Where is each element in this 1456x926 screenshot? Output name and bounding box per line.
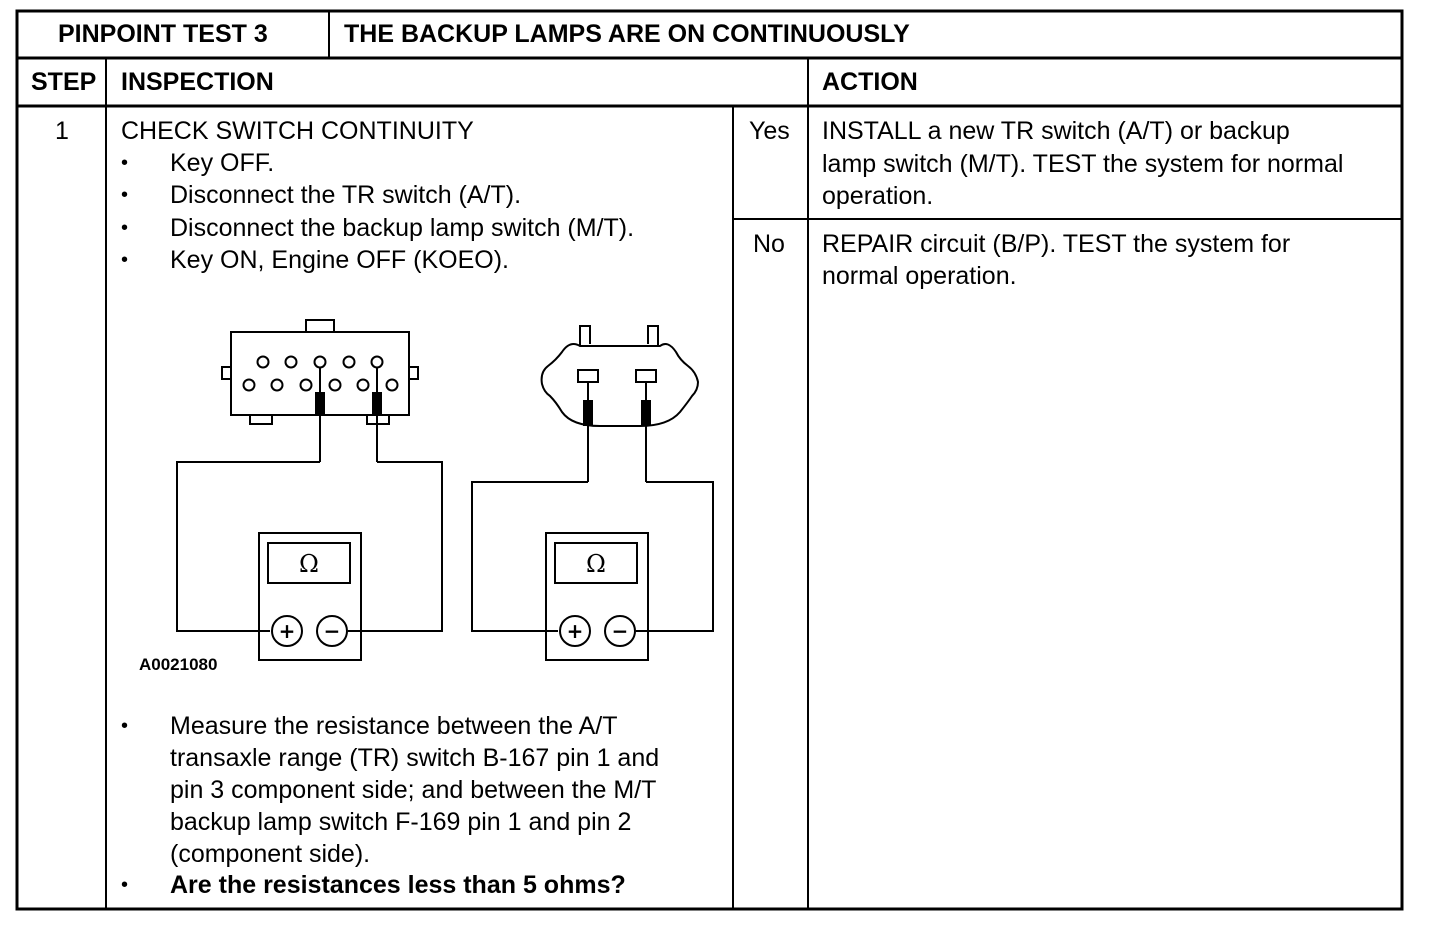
action-no-line: REPAIR circuit (B/P). TEST the system fo… [822, 230, 1291, 258]
ohm-symbol-icon: Ω [586, 550, 606, 578]
plus-jack [271, 615, 303, 647]
bullet-icon: • [121, 152, 129, 174]
measure-instruction-line: (component side). [170, 840, 371, 868]
action-yes-line: lamp switch (M/T). TEST the system for n… [822, 150, 1344, 178]
inspection-bullet: Disconnect the backup lamp switch (M/T). [170, 214, 635, 242]
probe-tip [641, 400, 651, 426]
plus-icon: + [567, 619, 584, 643]
inspection-title: CHECK SWITCH CONTINUITY [121, 117, 474, 145]
ohmmeter-right [545, 532, 649, 661]
switch-terminal [635, 369, 657, 383]
measure-instruction-line: pin 3 component side; and between the M/… [170, 776, 657, 804]
measure-instruction-line: Measure the resistance between the A/T [170, 712, 618, 740]
column-header-action: ACTION [822, 68, 918, 96]
minus-jack [316, 615, 348, 647]
plus-jack [559, 615, 591, 647]
measure-instruction-line: transaxle range (TR) switch B-167 pin 1 … [170, 744, 660, 772]
plus-icon: + [279, 619, 296, 643]
backup-lamp-switch-connector [540, 343, 700, 427]
measure-instruction-line: backup lamp switch F-169 pin 1 and pin 2 [170, 808, 632, 836]
ohmmeter-left [258, 532, 362, 661]
switch-terminal [577, 369, 599, 383]
minus-jack [604, 615, 636, 647]
ohmmeter-display [554, 542, 638, 584]
probe-tip [315, 392, 325, 416]
figure-caption: A0021080 [139, 655, 218, 674]
bullet-icon: • [121, 184, 129, 206]
pinpoint-test-label: PINPOINT TEST 3 [58, 20, 268, 48]
ohmmeter-display [267, 542, 351, 584]
answer-no-label: No [753, 230, 785, 258]
minus-icon: − [612, 619, 629, 643]
inspection-bullet: Key OFF. [170, 149, 275, 177]
column-header-step: STEP [31, 68, 97, 96]
table-border [15, 9, 1404, 911]
inspection-bullet: Key ON, Engine OFF (KOEO). [170, 246, 509, 274]
action-no-line: normal operation. [822, 262, 1017, 290]
inspection-bullet: Disconnect the TR switch (A/T). [170, 181, 522, 209]
bullet-icon: • [121, 715, 129, 737]
probe-tip [583, 400, 593, 426]
column-header-inspection: INSPECTION [121, 68, 274, 96]
bullet-icon: • [121, 249, 129, 271]
action-yes-line: INSTALL a new TR switch (A/T) or backup [822, 117, 1290, 145]
bullet-icon: • [121, 874, 129, 896]
answer-yes-label: Yes [749, 117, 790, 145]
ohm-symbol-icon: Ω [299, 550, 319, 578]
bullet-icon: • [121, 217, 129, 239]
action-yes-line: operation. [822, 182, 934, 210]
inspection-question: Are the resistances less than 5 ohms? [170, 871, 626, 899]
pinpoint-test-title: THE BACKUP LAMPS ARE ON CONTINUOUSLY [344, 20, 910, 48]
probe-tip [372, 392, 382, 416]
connector-latch [305, 319, 335, 333]
minus-icon: − [324, 619, 341, 643]
step-number: 1 [55, 117, 69, 145]
